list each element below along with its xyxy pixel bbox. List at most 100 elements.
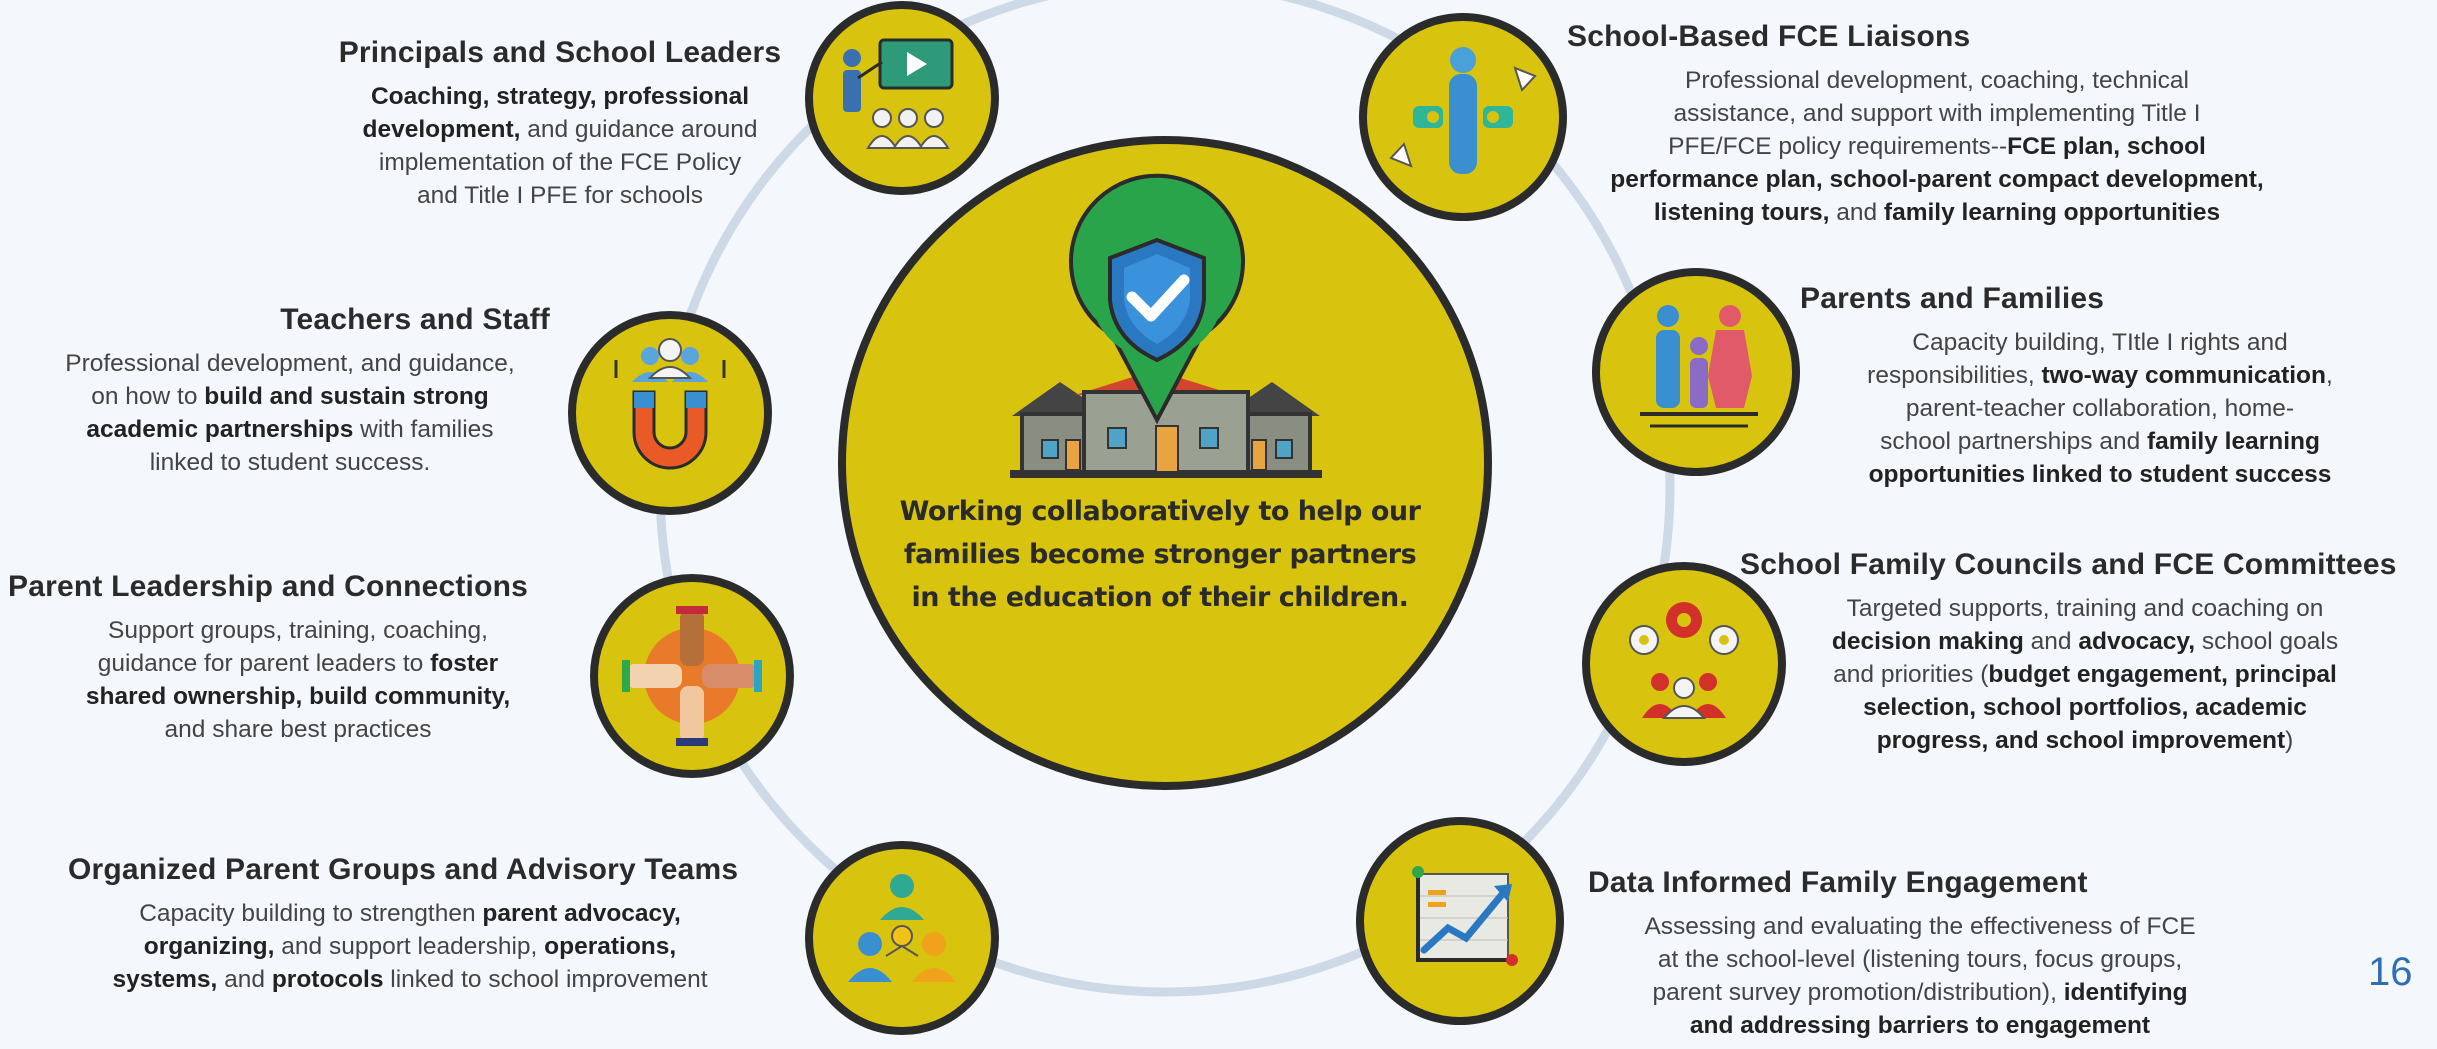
description-text: school goals: [2195, 628, 2339, 655]
description-text: linked to student success.: [149, 449, 431, 476]
school-shield-icon: [1010, 173, 1322, 478]
presentation-icon: [843, 38, 954, 149]
description-text: on how to: [91, 383, 205, 410]
block-title: Organized Parent Groups and Advisory Tea…: [68, 853, 739, 886]
center-statement: Working collaboratively to help our fami…: [870, 490, 1450, 619]
node-principals: [805, 1, 999, 195]
joined-hands-icon: [622, 606, 762, 746]
description-text: Support groups, training, coaching,: [108, 617, 488, 644]
block-description: Professional development, coaching, tech…: [1567, 64, 2307, 229]
block-groups: Organized Parent Groups and Advisory Tea…: [40, 853, 780, 996]
block-data: Data Informed Family Engagement Assessin…: [1580, 866, 2260, 1042]
block-principals: Principals and School Leaders Coaching, …: [260, 36, 860, 212]
description-text: and guidance around: [520, 116, 758, 143]
description-text: and: [2023, 628, 2079, 655]
puzzle-person-icon: [1389, 47, 1537, 174]
block-title: School-Based FCE Liaisons: [1567, 20, 1971, 53]
block-title: School Family Councils and FCE Committee…: [1740, 548, 2397, 581]
description-text: ,: [2326, 362, 2333, 389]
description-bold-text: protocols: [271, 966, 384, 993]
node-data: [1356, 817, 1564, 1025]
node-councils: [1582, 562, 1786, 766]
center-line-2: families become stronger partners: [903, 539, 1417, 570]
description-bold-text: two-way communication: [2041, 362, 2326, 389]
node-groups: [805, 841, 999, 1035]
description-text: implementation of the FCE Policy: [378, 149, 742, 176]
description-text: and support leadership,: [274, 933, 545, 960]
description-text: Capacity building to strengthen: [139, 900, 483, 927]
node-leadership: [590, 574, 794, 778]
block-description: Capacity building to strengthen parent a…: [40, 897, 780, 996]
block-title: Principals and School Leaders: [338, 36, 782, 69]
description-bold-text: systems,: [112, 966, 218, 993]
description-text: guidance for parent leaders to: [97, 650, 431, 677]
description-text: school partnerships and: [1880, 428, 2148, 455]
block-teachers: Teachers and Staff Professional developm…: [10, 303, 570, 479]
description-bold-text: family learning opportunities: [1883, 199, 2221, 226]
page-number: 16: [2368, 950, 2413, 994]
description-bold-text: build and sustain strong: [204, 383, 489, 410]
gears-people-icon: [1629, 602, 1739, 719]
description-bold-text: shared ownership, build community,: [85, 683, 511, 710]
description-bold-text: identifying: [2063, 979, 2188, 1006]
description-bold-text: listening tours,: [1653, 199, 1830, 226]
node-teachers: [568, 311, 772, 515]
node-liaisons: [1359, 13, 1567, 221]
block-description: Assessing and evaluating the effectivene…: [1580, 910, 2260, 1042]
description-text: ): [2285, 727, 2294, 754]
description-text: linked to school improvement: [383, 966, 708, 993]
description-bold-text: FCE plan, school: [2007, 133, 2206, 160]
block-leadership: Parent Leadership and Connections Suppor…: [8, 570, 588, 746]
description-bold-text: organizing,: [143, 933, 275, 960]
magnet-people-icon: [614, 338, 726, 470]
description-bold-text: selection, school portfolios, academic: [1863, 694, 2307, 721]
description-text: and: [1829, 199, 1884, 226]
description-text: assistance, and support with implementin…: [1673, 100, 2201, 127]
block-description: Support groups, training, coaching, guida…: [8, 614, 588, 746]
description-text: and: [217, 966, 272, 993]
description-bold-text: family learning: [2147, 428, 2320, 455]
description-text: parent survey promotion/distribution),: [1652, 979, 2064, 1006]
description-bold-text: parent advocacy,: [482, 900, 681, 927]
block-description: Targeted supports, training and coaching…: [1740, 592, 2430, 757]
block-description: Coaching, strategy, professional developm…: [260, 80, 860, 212]
description-text: Professional development, and guidance,: [65, 350, 515, 377]
block-parents: Parents and Families Capacity building, …: [1800, 282, 2400, 491]
center-line-3: in the education of their children.: [911, 582, 1409, 613]
description-bold-text: advocacy,: [2078, 628, 2196, 655]
center-line-1: Working collaboratively to help our: [899, 496, 1421, 527]
description-text: and priorities (: [1833, 661, 1989, 688]
block-title: Teachers and Staff: [280, 303, 550, 336]
description-bold-text: Coaching, strategy, professional: [370, 83, 749, 110]
description-text: and Title I PFE for schools: [417, 182, 703, 209]
description-text: Targeted supports, training and coaching…: [1846, 595, 2324, 622]
description-bold-text: budget engagement, principal: [1988, 661, 2337, 688]
growth-chart-icon: [1412, 866, 1518, 966]
family-icon: [1640, 305, 1758, 428]
description-text: Capacity building, TItle I rights and: [1912, 329, 2288, 356]
block-title: Parent Leadership and Connections: [8, 570, 529, 603]
team-idea-icon: [848, 874, 956, 982]
description-bold-text: operations,: [544, 933, 677, 960]
description-text: with families: [353, 416, 494, 443]
description-bold-text: foster: [430, 650, 499, 677]
description-bold-text: progress, and school improvement: [1876, 727, 2286, 754]
block-description: Capacity building, TItle I rights and res…: [1800, 326, 2400, 491]
description-bold-text: decision making: [1831, 628, 2024, 655]
description-text: PFE/FCE policy requirements--: [1668, 133, 2008, 160]
block-councils: School Family Councils and FCE Committee…: [1740, 548, 2430, 757]
description-text: at the school-level (listening tours, fo…: [1657, 946, 2183, 973]
description-text: responsibilities,: [1867, 362, 2042, 389]
block-liaisons: School-Based FCE Liaisons Professional d…: [1567, 20, 2407, 229]
description-text: parent-teacher collaboration, home-: [1905, 395, 2295, 422]
description-text: Professional development, coaching, tech…: [1685, 67, 2189, 94]
block-description: Professional development, and guidance, o…: [10, 347, 570, 479]
description-bold-text: development,: [362, 116, 521, 143]
description-text: Assessing and evaluating the effectivene…: [1644, 913, 2196, 940]
description-text: and share best practices: [164, 716, 432, 743]
block-title: Parents and Families: [1800, 282, 2105, 315]
description-bold-text: performance plan, school-parent compact …: [1610, 166, 2264, 193]
description-bold-text: opportunities linked to student success: [1868, 461, 2332, 488]
node-parents: [1592, 268, 1800, 476]
